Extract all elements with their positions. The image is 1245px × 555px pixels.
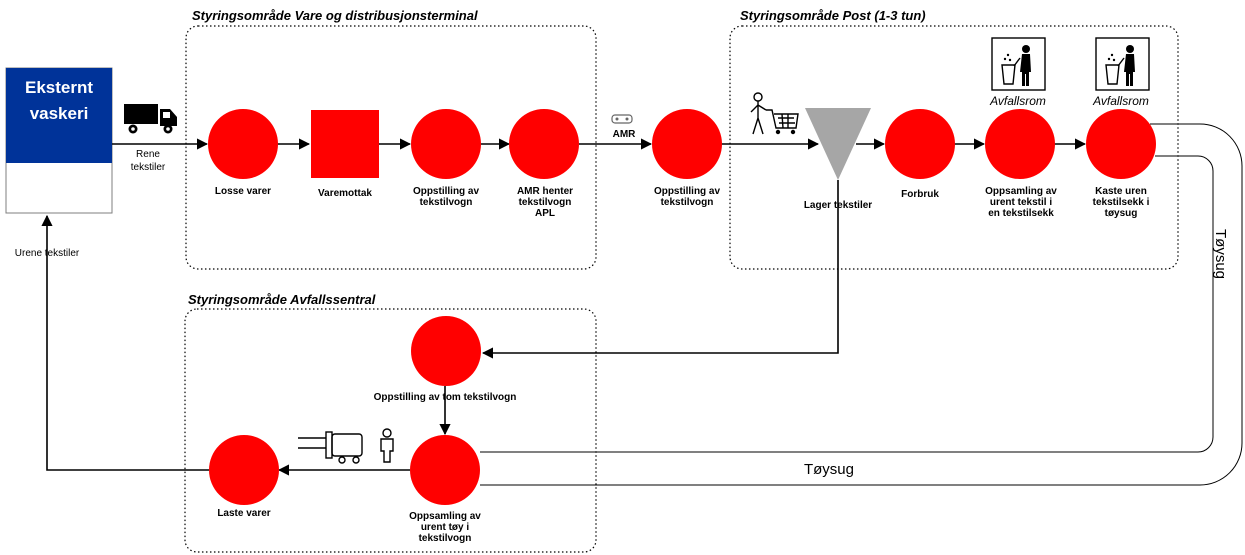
arrow-urene (41, 214, 209, 471)
arrow-lager-oppstilling-tom (481, 180, 839, 359)
avfallsrom-label-1: Avfallsrom (989, 94, 1046, 108)
label-amr-l3: APL (535, 208, 555, 219)
node-kaste (1086, 109, 1156, 179)
zone-post: Styringsområde Post (1-3 tun) (729, 8, 1179, 270)
truck-icon (124, 104, 177, 134)
node-oppsamling-avfall (410, 435, 480, 505)
toysug-tube (480, 123, 1243, 486)
external-title-line1: Eksternt (25, 78, 93, 97)
node-amr-henter (509, 109, 579, 179)
label-oppsamling-avfall-l2: urent tøy i (421, 522, 470, 533)
label-amr-l1: AMR henter (517, 186, 573, 197)
node-lager (805, 108, 871, 180)
label-oppsamling-post-l1: Oppsamling av (985, 186, 1057, 197)
avfallsrom-label-2: Avfallsrom (1092, 94, 1149, 108)
forklift-icon (298, 431, 363, 464)
trash-bin-icon (991, 37, 1046, 91)
label-oppstilling2-l2: tekstilvogn (661, 197, 714, 208)
zone-title-post: Styringsområde Post (1-3 tun) (740, 8, 926, 23)
toysug-bottom-label: Tøysug (804, 461, 854, 478)
label-kaste-l3: tøysug (1105, 208, 1138, 219)
zone-title-avfall: Styringsområde Avfallssentral (188, 292, 376, 307)
label-oppsamling-avfall-l3: tekstilvogn (419, 533, 472, 544)
node-laste (209, 435, 279, 505)
node-oppstilling-tom (411, 316, 481, 386)
external-title-line2: vaskeri (30, 104, 89, 123)
label-oppstilling1-l2: tekstilvogn (420, 197, 473, 208)
label-oppstilling-tom: Oppstilling av tom tekstilvogn (374, 392, 517, 403)
rene-label-2: tekstiler (131, 162, 166, 173)
node-oppstilling2 (652, 109, 722, 179)
label-oppsamling-post-l2: urent tekstil i (990, 197, 1052, 208)
person-icon (380, 428, 394, 463)
label-kaste-l2: tekstilsekk i (1093, 197, 1150, 208)
node-oppstilling1 (411, 109, 481, 179)
robot-icon (611, 114, 633, 124)
label-kaste-l1: Kaste uren (1095, 186, 1147, 197)
label-oppsamling-avfall-l1: Oppsamling av (409, 511, 481, 522)
label-laste: Laste varer (217, 508, 270, 519)
label-oppstilling2-l1: Oppstilling av (654, 186, 721, 197)
label-lager: Lager tekstiler (804, 200, 872, 211)
node-oppsamling-post (985, 109, 1055, 179)
rene-label-1: Rene (136, 149, 160, 160)
node-varemottak (311, 110, 379, 178)
toysug-side-label: Tøysug (1212, 229, 1229, 279)
label-losse: Losse varer (215, 186, 271, 197)
trash-bin-icon (1095, 37, 1150, 91)
label-forbruk: Forbruk (901, 189, 939, 200)
zone-title-vare: Styringsområde Vare og distribusjonsterm… (192, 8, 478, 23)
zone-vare: Styringsområde Vare og distribusjonsterm… (185, 8, 597, 270)
person-cart-icon (750, 92, 799, 135)
urene-label: Urene tekstiler (15, 248, 80, 259)
label-varemottak: Varemottak (318, 188, 372, 199)
label-amr-l2: tekstilvogn (519, 197, 572, 208)
external-laundry-box: Eksternt vaskeri (5, 67, 113, 214)
label-oppstilling1-l1: Oppstilling av (413, 186, 480, 197)
zone-avfall: Styringsområde Avfallssentral (184, 292, 597, 553)
amr-label: AMR (613, 129, 637, 140)
node-losse (208, 109, 278, 179)
label-oppsamling-post-l3: en tekstilsekk (988, 208, 1054, 219)
node-forbruk (885, 109, 955, 179)
